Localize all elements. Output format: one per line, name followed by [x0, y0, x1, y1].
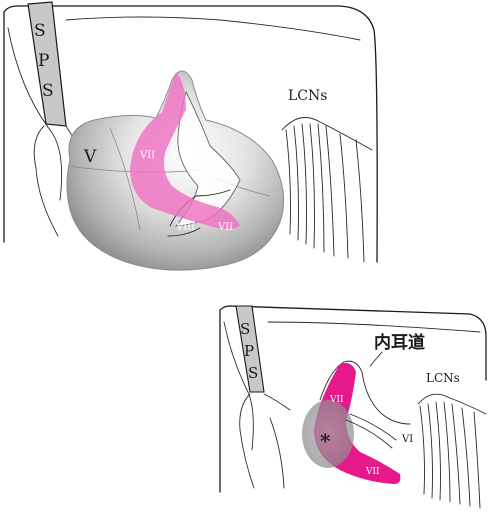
- top-cochlear-nerve: [175, 90, 241, 227]
- bottom-iac-outline: [319, 360, 411, 425]
- bottom-label-lcns: LCNs: [426, 371, 460, 385]
- bottom-panel: S P S 内耳道 LCNs VII * VI VII: [219, 305, 487, 509]
- top-sps-letter-1: S: [34, 21, 46, 41]
- top-tentorium-line: [7, 27, 63, 201]
- bottom-sps-letter-1: S: [240, 320, 250, 338]
- bottom-label-vii-lower: VII: [365, 467, 380, 477]
- top-skull-outline: [3, 5, 378, 263]
- bottom-sps-letter-2: P: [244, 342, 254, 360]
- top-sps-letter-3: S: [42, 81, 54, 101]
- bottom-skull-outline: [219, 305, 487, 493]
- bottom-iac-leader: [369, 351, 383, 367]
- top-label-v: V: [83, 147, 97, 167]
- top-label-viii: VIII: [175, 222, 195, 233]
- top-label-lcns: LCNs: [288, 88, 327, 104]
- bottom-tumor: [302, 400, 354, 468]
- bottom-lcns: [417, 393, 487, 509]
- bottom-abducens-nerve: [345, 419, 393, 449]
- top-lcns: [281, 117, 373, 263]
- top-panel: S P S V LCNs VII Co. VIII VII: [3, 1, 378, 271]
- top-label-vii-lower: VII: [217, 222, 233, 233]
- bottom-label-vii-upper: VII: [329, 395, 344, 405]
- top-label-co: Co.: [192, 136, 209, 147]
- bottom-label-iac: 内耳道: [374, 332, 425, 353]
- bottom-sps-band: [235, 305, 265, 393]
- bottom-label-asterisk: *: [320, 429, 331, 453]
- top-label-vii-upper: VII: [139, 150, 155, 161]
- top-sps-letter-2: P: [38, 51, 49, 71]
- bottom-label-vi: VI: [401, 434, 413, 445]
- bottom-sps-letter-3: S: [248, 364, 258, 382]
- top-facial-nerve: [130, 72, 240, 229]
